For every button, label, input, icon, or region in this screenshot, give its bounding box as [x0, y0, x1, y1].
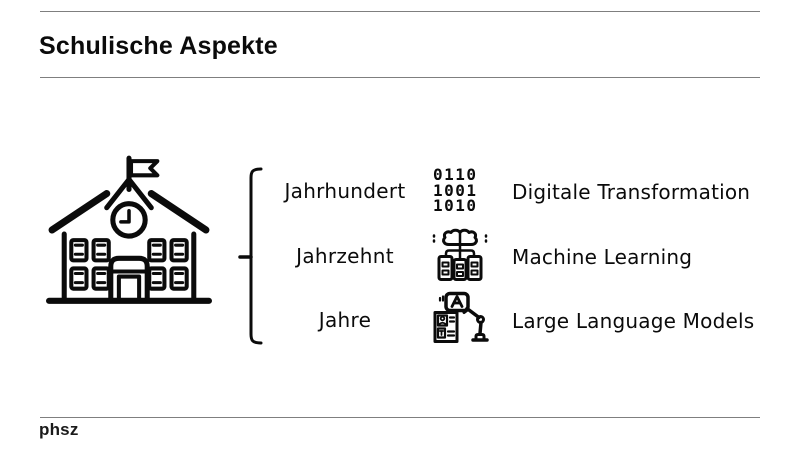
school-building-icon: [46, 155, 212, 307]
topic-label-machine-learning: Machine Learning: [512, 245, 693, 269]
timescale-label-jahre: Jahre: [318, 308, 372, 332]
footer-rule: [40, 417, 760, 418]
binary-line: 1010: [433, 196, 478, 215]
top-rule: [40, 11, 760, 12]
timescale-label-jahrzehnt: Jahrzehnt: [296, 244, 394, 268]
topic-label-large-language-models: Large Language Models: [512, 309, 755, 333]
page-title: Schulische Aspekte: [39, 31, 278, 60]
binary-code-icon: 0110 1001 1010: [433, 167, 478, 214]
left-curly-brace-icon: [237, 166, 263, 346]
machine-learning-icon: [431, 228, 489, 283]
binary-line: 0110: [433, 165, 478, 184]
footer-logo: phsz: [39, 420, 79, 439]
timescale-label-jahrhundert: Jahrhundert: [284, 179, 406, 203]
topic-label-digitale-transformation: Digitale Transformation: [512, 180, 751, 204]
title-rule: [40, 77, 760, 78]
binary-line: 1001: [433, 180, 478, 200]
llm-robot-icon: [433, 291, 489, 344]
